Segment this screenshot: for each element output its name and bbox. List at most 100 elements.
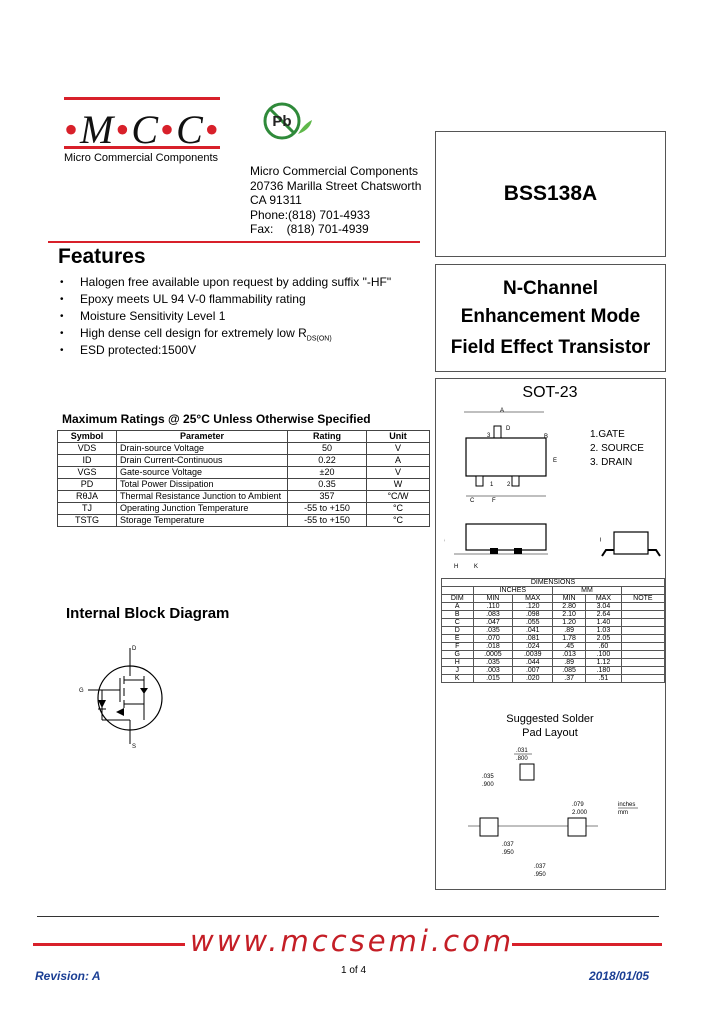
pin-assignment: 1.GATE 2. SOURCE 3. DRAIN xyxy=(590,428,644,470)
svg-text:inches: inches xyxy=(618,802,635,808)
list-item: Moisture Sensitivity Level 1 xyxy=(58,308,391,325)
dim-cell: 1.12 xyxy=(585,658,622,667)
list-item: ESD protected:1500V xyxy=(58,342,391,359)
website-url[interactable]: www.mccsemi.com xyxy=(190,924,515,958)
dim-cell: .044 xyxy=(512,658,554,667)
dim-cell: .0005 xyxy=(472,650,514,659)
dim-cell: .120 xyxy=(512,602,554,611)
dim-cell: A xyxy=(441,602,474,611)
dim-cell xyxy=(620,650,666,659)
dim-cell xyxy=(620,674,666,683)
dim-cell: 2.64 xyxy=(585,610,622,619)
pin-3-label: 3. DRAIN xyxy=(590,457,633,468)
dim-cell: B xyxy=(441,610,474,619)
dim-cell: .110 xyxy=(472,602,514,611)
dim-cell: .085 xyxy=(552,666,587,675)
svg-text:B: B xyxy=(544,434,548,440)
dim-cell: .60 xyxy=(585,642,622,651)
table-row: F.018.024.45.60 xyxy=(441,642,666,651)
svg-text:E: E xyxy=(553,458,557,464)
dim-cell: .081 xyxy=(512,634,554,643)
description-line-2: Enhancement Mode xyxy=(460,306,641,327)
svg-text:.950: .950 xyxy=(502,850,514,856)
package-box xyxy=(435,378,666,890)
sot23-side-view-drawing: J xyxy=(598,520,662,560)
svg-text:G: G xyxy=(444,538,445,544)
revision-label: Revision: A xyxy=(35,969,101,983)
dim-cell: .37 xyxy=(552,674,587,683)
pb-symbol: Pb xyxy=(272,113,291,130)
features-divider xyxy=(48,241,420,243)
dim-cell: J xyxy=(441,666,474,675)
dim-cell: .018 xyxy=(472,642,514,651)
footer-red-bar-left xyxy=(33,943,185,946)
svg-text:A: A xyxy=(500,408,504,414)
source-label: S xyxy=(132,744,136,750)
dim-cell: G xyxy=(441,650,474,659)
company-tagline: Micro Commercial Components xyxy=(64,152,219,164)
company-address: Micro Commercial Components 20736 Marill… xyxy=(250,164,422,236)
dim-cell: 1.78 xyxy=(552,634,587,643)
dim-cell: 2.05 xyxy=(585,634,622,643)
dim-cell: K xyxy=(441,674,474,683)
gate-label: G xyxy=(79,688,84,694)
dim-cell: .083 xyxy=(472,610,514,619)
svg-text:.031: .031 xyxy=(516,748,528,754)
svg-text:H: H xyxy=(454,564,458,570)
pin-1-label: 1.GATE xyxy=(590,429,625,440)
dim-cell: .100 xyxy=(585,650,622,659)
dim-cell: .51 xyxy=(585,674,622,683)
solder-pad-drawing: .031 .800 .035 .900 .079 2.000 inches mm… xyxy=(468,742,648,882)
dim-cell xyxy=(620,642,666,651)
dim-cell: .45 xyxy=(552,642,587,651)
drain-label: D xyxy=(132,646,137,652)
svg-text:C: C xyxy=(470,498,475,504)
svg-text:.037: .037 xyxy=(502,842,514,848)
features-list: Halogen free available upon request by a… xyxy=(58,274,391,359)
block-diagram-title: Internal Block Diagram xyxy=(66,605,230,622)
dim-cell: 1.20 xyxy=(552,618,587,627)
revision-date: 2018/01/05 xyxy=(589,969,650,983)
dim-cell: H xyxy=(441,658,474,667)
table-row: J.003.007.085.180 xyxy=(441,666,666,675)
package-title: SOT-23 xyxy=(522,384,578,401)
description-box: N-Channel Enhancement Mode Field Effect … xyxy=(435,264,666,372)
svg-text:J: J xyxy=(600,538,601,544)
table-header-row: Symbol Parameter Rating Unit xyxy=(57,430,430,443)
dim-cell xyxy=(620,618,666,627)
dim-cell: 2.10 xyxy=(552,610,587,619)
description-line-1: N-Channel xyxy=(503,278,598,299)
dim-cell: .89 xyxy=(552,626,587,635)
svg-text:.800: .800 xyxy=(516,756,528,762)
svg-text:2.000: 2.000 xyxy=(572,810,588,816)
dim-cell: .047 xyxy=(472,618,514,627)
list-item: High dense cell design for extremely low… xyxy=(58,325,391,342)
dim-cell: .180 xyxy=(585,666,622,675)
logo-top-bar xyxy=(64,97,220,100)
dim-cell: .007 xyxy=(512,666,554,675)
table-row: G.0005.0039.013.100 xyxy=(441,650,666,659)
dim-cell: .0039 xyxy=(512,650,554,659)
svg-text:D: D xyxy=(506,426,511,432)
pin-2-label: 2. SOURCE xyxy=(590,443,644,454)
dim-cell: .015 xyxy=(472,674,514,683)
svg-text:K: K xyxy=(474,564,478,570)
svg-text:mm: mm xyxy=(618,810,628,816)
dim-cell: 2.80 xyxy=(552,602,587,611)
dim-cell xyxy=(620,634,666,643)
mosfet-symbol-diagram: D G S xyxy=(70,640,170,750)
part-number-box: BSS138A xyxy=(435,131,666,257)
